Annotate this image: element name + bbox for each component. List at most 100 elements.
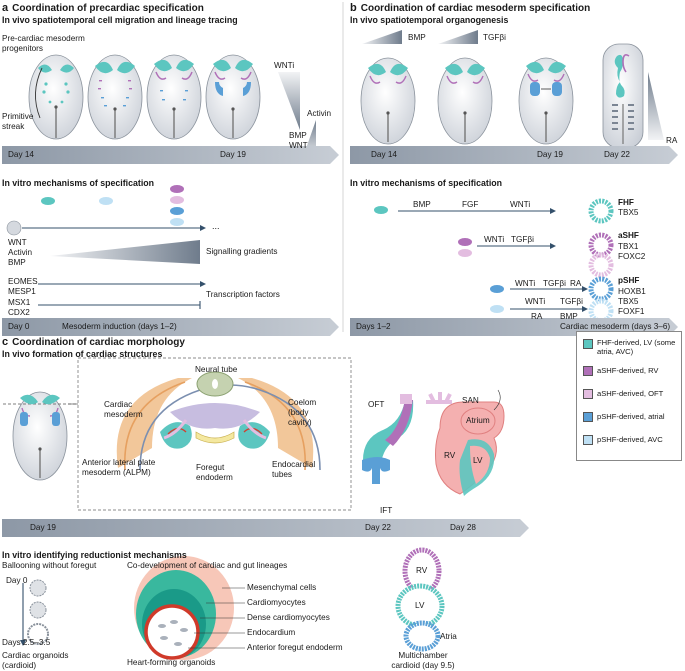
legend-swatch-pshf-avc — [583, 435, 593, 445]
legend-label-pshf-atrial: pSHF-derived, atrial — [597, 412, 665, 421]
heart-tube-day22 — [362, 394, 414, 484]
row4-bmp: BMP — [560, 312, 578, 321]
oft-label: OFT — [368, 400, 385, 409]
panel-b-subtitle-vitro: In vitro mechanisms of specification — [350, 178, 503, 188]
tgfbi-wedge — [438, 30, 478, 44]
row3-wnti: WNTi — [515, 279, 536, 288]
day14-label-a: Day 14 — [8, 150, 34, 159]
cross-section-graphics — [116, 371, 321, 471]
heart-day28 — [426, 389, 505, 496]
lineage-rings — [588, 198, 614, 324]
row4-ra: RA — [531, 312, 543, 321]
ra-wedge — [648, 72, 664, 140]
mc-rv-label: RV — [416, 566, 428, 575]
day19-label-b: Day 19 — [537, 150, 563, 159]
bmp-wedge — [362, 30, 402, 44]
row3-ra: RA — [570, 279, 582, 288]
timeline-a2 — [2, 318, 339, 336]
layer-mesenchymal: Mesenchymal cells — [247, 583, 317, 592]
pshf-name: pSHF — [618, 276, 640, 285]
legend-swatch-ashf-rv — [583, 366, 593, 376]
bmp-wnt-label: BMP WNT — [289, 131, 308, 150]
fhf-markers: TBX5 — [618, 208, 639, 217]
legend-label-ashf-oft: aSHF-derived, OFT — [597, 389, 664, 398]
legend-swatch-pshf-atrial — [583, 412, 593, 422]
timeline-b1 — [350, 146, 678, 164]
pshf-markers: HOXB1 TBX5 FOXF1 — [618, 287, 646, 316]
panel-a-letter: a — [2, 2, 9, 14]
day22-label-b: Day 22 — [604, 150, 630, 159]
multichamber-label: Multichamber cardioid (day 9.5) — [391, 651, 455, 670]
panel-c-letter: c — [2, 336, 9, 348]
mesoderm-induction-label: Mesoderm induction (days 1–2) — [62, 322, 177, 331]
cross-section-box — [77, 357, 352, 511]
panel-a-vitro-graphics — [6, 185, 206, 309]
layer-dense: Dense cardiomyocytes — [247, 613, 330, 622]
rv-label: RV — [444, 451, 456, 460]
hfo-graphics — [134, 556, 245, 660]
day14-label-b: Day 14 — [371, 150, 397, 159]
cardiac-mesoderm-label: Cardiac mesoderm — [104, 400, 143, 419]
layer-foregut: Anterior foregut endoderm — [247, 643, 343, 652]
atrium-label: Atrium — [466, 416, 490, 425]
ellipsis: ... — [212, 221, 220, 231]
primitive-streak-label: Primitive streak — [2, 112, 34, 131]
legend-label-pshf-avc: pSHF-derived, AVC — [597, 435, 663, 444]
transcription-factors-label: Transcription factors — [206, 290, 280, 299]
row2-tgfbi: TGFβi — [511, 235, 534, 244]
mc-lv-label: LV — [415, 601, 425, 610]
legend-swatch-fhf — [583, 339, 593, 349]
timeline-c — [2, 519, 529, 537]
wnti-wedge — [278, 72, 300, 130]
day22-label-c: Day 22 — [365, 523, 391, 532]
day19-label-c: Day 19 — [30, 523, 56, 532]
panel-c-subtitle-vitro: In vitro identifying reductionist mechan… — [2, 550, 187, 560]
ballooning-label: Ballooning without foregut — [2, 561, 97, 570]
panel-b-letter: b — [350, 2, 357, 14]
panel-c-subtitle-vivo: In vivo formation of cardiac structures — [2, 349, 163, 359]
panel-b-vitro-graphics — [374, 206, 588, 313]
cardiac-mesoderm-days-label: Cardiac mesoderm (days 3–6) — [560, 322, 671, 331]
bmp-label-b: BMP — [408, 33, 426, 42]
pre-cardiac-label: Pre-cardiac mesoderm progenitors — [2, 34, 85, 53]
tf1-label: EOMES MESP1 — [8, 277, 38, 296]
neural-tube-label: Neural tube — [195, 365, 238, 374]
row1-bmp: BMP — [413, 200, 431, 209]
ra-label-b: RA — [666, 136, 678, 145]
row4-wnti: WNTi — [525, 297, 546, 306]
ashf-markers: TBX1 FOXC2 — [618, 242, 646, 261]
panel-b-embryos — [360, 43, 644, 149]
row2-wnti: WNTi — [484, 235, 505, 244]
row3-tgfbi: TGFβi — [543, 279, 566, 288]
panel-a-subtitle-vitro: In vitro mechanisms of specification — [2, 178, 155, 188]
panel-c-title-text: Coordination of cardiac morphology — [12, 337, 185, 348]
legend-label-ashf-rv: aSHF-derived, RV — [597, 366, 659, 375]
day0-label-a: Day 0 — [8, 322, 30, 331]
hfo-label: Heart-forming organoids — [127, 658, 216, 667]
days12-label: Days 1–2 — [356, 322, 391, 331]
panel-c-embryo — [3, 391, 78, 481]
row1-wnti: WNTi — [510, 200, 531, 209]
ballooning-graphics — [20, 579, 49, 646]
day0-label-c: Day 0 — [6, 576, 28, 585]
timeline-a1 — [2, 146, 339, 164]
endocardial-label: Endocardial tubes — [272, 460, 316, 479]
panel-b-subtitle-vivo: In vivo spatiotemporal organogenesis — [350, 15, 509, 25]
ashf-name: aSHF — [618, 231, 639, 240]
panel-a-title-text: Coordination of precardiac specification — [12, 3, 204, 14]
signalling-gradients-label: Signalling gradients — [206, 247, 278, 256]
san-label: SAN — [462, 396, 479, 405]
fhf-name: FHF — [618, 198, 634, 207]
layer-cardiomyocytes: Cardiomyocytes — [247, 598, 306, 607]
legend-label-fhf: FHF-derived, LV (some atria, AVC) — [597, 338, 676, 357]
days25-label: Days 2.5–3.5 — [2, 638, 51, 647]
codev-label: Co-development of cardiac and gut lineag… — [127, 561, 288, 570]
wnti-label: WNTi — [274, 61, 295, 70]
lineage-legend: FHF-derived, LV (some atria, AVC) aSHF-d… — [576, 331, 682, 461]
ift-label: IFT — [380, 506, 393, 515]
mc-atria-label: Atria — [440, 632, 457, 641]
tgfbi-label-b: TGFβi — [483, 33, 506, 42]
day28-label-c: Day 28 — [450, 523, 476, 532]
